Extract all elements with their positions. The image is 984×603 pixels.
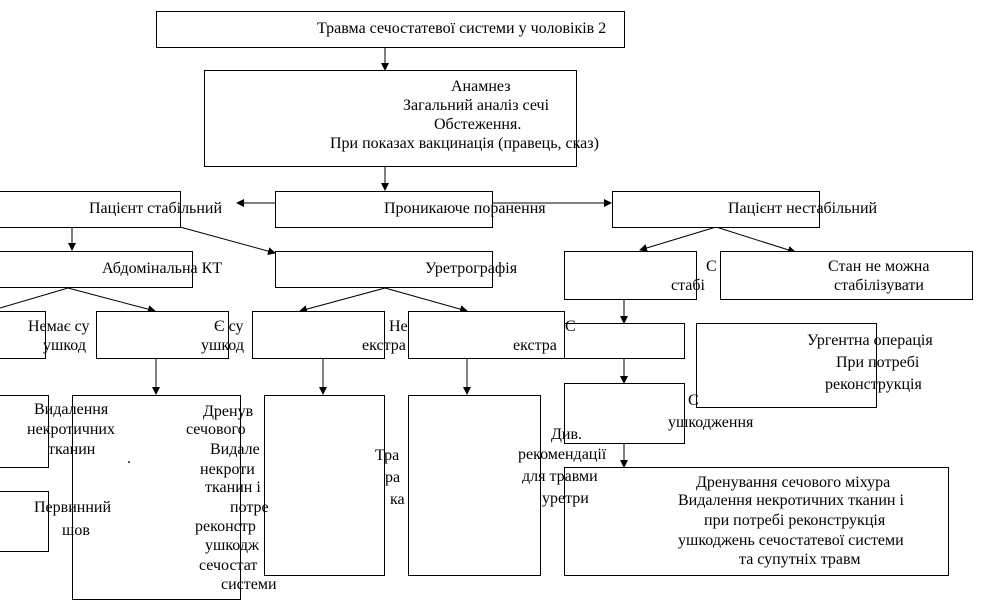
s-text: С <box>565 318 576 335</box>
trauma-box <box>408 395 541 576</box>
urethrography-text: Уретрографія <box>425 260 518 277</box>
drainage-left-line-9: сечостат <box>199 557 258 574</box>
no-injury-line-2: ушкод <box>43 337 86 354</box>
see-recommend-line-4: уретри <box>542 490 589 507</box>
unstable-text: Пацієнт нестабільний <box>728 200 878 217</box>
drainage-left-line-10: системи <box>221 576 277 593</box>
cannot-stabilize-line-1: Стан не можна <box>828 258 930 275</box>
extra-box <box>408 311 565 359</box>
arrow-ct-right <box>67 287 156 314</box>
stabilize-box <box>564 251 697 300</box>
arrow-unstable-left <box>639 226 717 252</box>
drainage-right-line-5: та супутніх травм <box>739 551 861 568</box>
see-recommend-line-2: рекомендації <box>518 446 607 463</box>
non-extra-line-1: Не <box>389 318 408 335</box>
penetrating-box <box>275 191 493 228</box>
drainage-left-line-2: сечового <box>186 421 246 438</box>
anamnesis-line-3: Обстеження. <box>434 116 522 133</box>
trauma-line-3: ка <box>390 491 405 508</box>
cannot-stabilize-line-2: стабілізувати <box>834 277 924 294</box>
drainage-right-line-3: при потребі реконструкція <box>704 512 886 529</box>
arrow-stable-urethro <box>179 226 276 256</box>
drainage-left-line-8: ушкодж <box>205 537 260 554</box>
has-injury-line-2: ушкод <box>201 337 244 354</box>
abdominal-ct-text: Абдомінальна КТ <box>102 260 223 277</box>
primary-suture-line-1: Первинний <box>34 499 112 516</box>
drainage-left-line-1: Дренув <box>203 403 254 420</box>
s-box <box>564 323 685 359</box>
non-extra-box <box>252 311 385 359</box>
injury-line-2: ушкодження <box>668 414 754 431</box>
drainage-right-line-4: ушкоджень сечостатевої системи <box>678 532 904 549</box>
trauma-line-1: Тра <box>375 447 400 464</box>
unstable-box <box>612 191 820 228</box>
stabilize-line-2: стабі <box>671 277 705 294</box>
stable-box <box>0 191 181 228</box>
arrow-ct-left <box>0 287 69 309</box>
stabilize-line-1: С <box>706 258 717 275</box>
empty-box-a <box>264 395 385 576</box>
drainage-left-line-3: Видале <box>210 441 260 458</box>
emergency-op-line-2: При потребі <box>836 354 920 371</box>
anamnesis-line-4: При показах вакцинація (правець, сказ) <box>330 135 599 152</box>
drainage-left-line-5: тканин і <box>205 479 261 496</box>
trauma-line-2: ра <box>385 469 401 486</box>
title-text: Травма сечостатевої системи у чоловіків … <box>317 20 607 37</box>
abdominal-ct-box <box>0 251 193 288</box>
arrow-uret-left <box>299 287 386 314</box>
title-box <box>156 11 625 48</box>
arrow-unstable-right <box>715 226 796 254</box>
cannot-stabilize-box <box>720 251 973 300</box>
stable-text: Пацієнт стабільний <box>89 200 223 217</box>
extra-line-1: екстра <box>513 337 557 354</box>
anamnesis-box <box>204 70 577 167</box>
see-recommend-line-1: Див. <box>551 426 583 443</box>
emergency-op-box <box>696 323 877 408</box>
drainage-left-line-7: реконстр <box>195 518 256 535</box>
drainage-left-line-6: потре <box>230 499 269 516</box>
arrow-uret-right <box>384 287 468 313</box>
penetrating-text: Проникаюче поранення <box>384 200 546 217</box>
anamnesis-line-2: Загальний аналіз сечі <box>403 97 550 114</box>
drainage-right-line-2: Видалення некротичних тканин і <box>678 492 904 509</box>
drainage-right-line-1: Дренування сечового міхура <box>696 474 891 491</box>
dot-text: . <box>127 450 131 467</box>
anamnesis-line-1: Анамнез <box>451 78 511 95</box>
no-injury-line-1: Немає су <box>28 318 90 335</box>
primary-suture-line-2: шов <box>62 522 90 539</box>
drainage-left-box <box>72 395 241 600</box>
emergency-op-line-3: реконструкція <box>825 376 922 393</box>
removal-line-2: некротичних <box>27 421 115 438</box>
drainage-left-line-4: некроти <box>200 461 255 478</box>
no-injury-box <box>0 311 46 359</box>
removal-line-1: Видалення <box>34 401 109 418</box>
see-recommend-line-3: для травми <box>522 468 598 485</box>
has-injury-box <box>96 311 229 359</box>
has-injury-line-1: Є су <box>214 318 244 335</box>
removal-box <box>0 395 49 468</box>
injury-box <box>564 383 685 444</box>
emergency-op-line-1: Ургентна операція <box>807 332 933 349</box>
non-extra-line-2: екстра <box>362 337 406 354</box>
injury-line-1: С <box>688 392 699 409</box>
removal-line-3: тканин <box>48 441 96 458</box>
primary-suture-box <box>0 491 49 552</box>
drainage-right-box <box>564 467 949 576</box>
urethrography-box <box>275 251 493 288</box>
